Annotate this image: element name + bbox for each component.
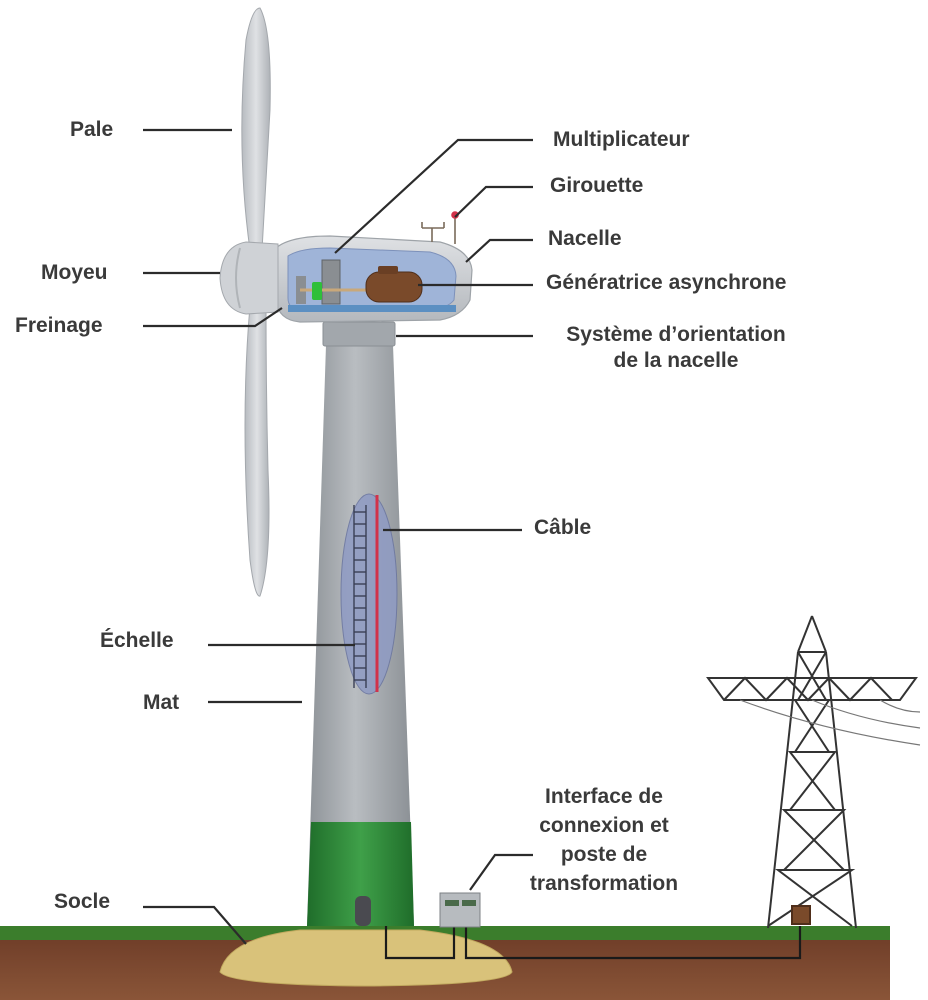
blade-bottom bbox=[244, 305, 270, 597]
rotor bbox=[219, 7, 279, 597]
generator bbox=[365, 271, 423, 303]
label-echelle: Échelle bbox=[100, 629, 174, 652]
label-orientation: Système d’orientation de la nacelle bbox=[540, 322, 812, 374]
transformer-box bbox=[439, 892, 481, 928]
label-freinage: Freinage bbox=[15, 314, 103, 337]
label-interface-line3: poste de bbox=[560, 843, 648, 866]
label-orientation-line2: de la nacelle bbox=[613, 349, 739, 372]
underground-cable bbox=[384, 926, 802, 960]
anemometer-wind-vane bbox=[421, 211, 459, 244]
label-orientation-line1: Système d’orientation bbox=[566, 323, 786, 346]
blade-top bbox=[241, 7, 271, 251]
label-interface-line4: transformation bbox=[529, 872, 679, 895]
label-multiplicateur: Multiplicateur bbox=[553, 128, 690, 151]
label-pale: Pale bbox=[70, 118, 114, 141]
electricity-pylon bbox=[706, 615, 921, 929]
hub bbox=[219, 241, 279, 315]
label-cable: Câble bbox=[534, 516, 592, 539]
label-mat: Mat bbox=[143, 691, 180, 714]
label-interface-line1: Interface de bbox=[545, 785, 663, 808]
label-socle: Socle bbox=[54, 890, 111, 913]
tower-door bbox=[355, 896, 371, 926]
label-interface: Interface de connexion et poste de trans… bbox=[508, 782, 700, 898]
label-generatrice: Génératrice asynchrone bbox=[546, 271, 787, 294]
nacelle bbox=[275, 235, 473, 323]
label-nacelle: Nacelle bbox=[548, 227, 622, 250]
foundation bbox=[219, 929, 513, 987]
tower-cutaway bbox=[340, 493, 398, 695]
gearbox bbox=[321, 259, 341, 305]
label-moyeu: Moyeu bbox=[41, 261, 108, 284]
label-girouette: Girouette bbox=[550, 174, 644, 197]
ladder bbox=[353, 505, 367, 688]
label-interface-line2: connexion et bbox=[539, 814, 669, 837]
brake-disc bbox=[312, 282, 322, 300]
leader-lines bbox=[143, 128, 533, 945]
